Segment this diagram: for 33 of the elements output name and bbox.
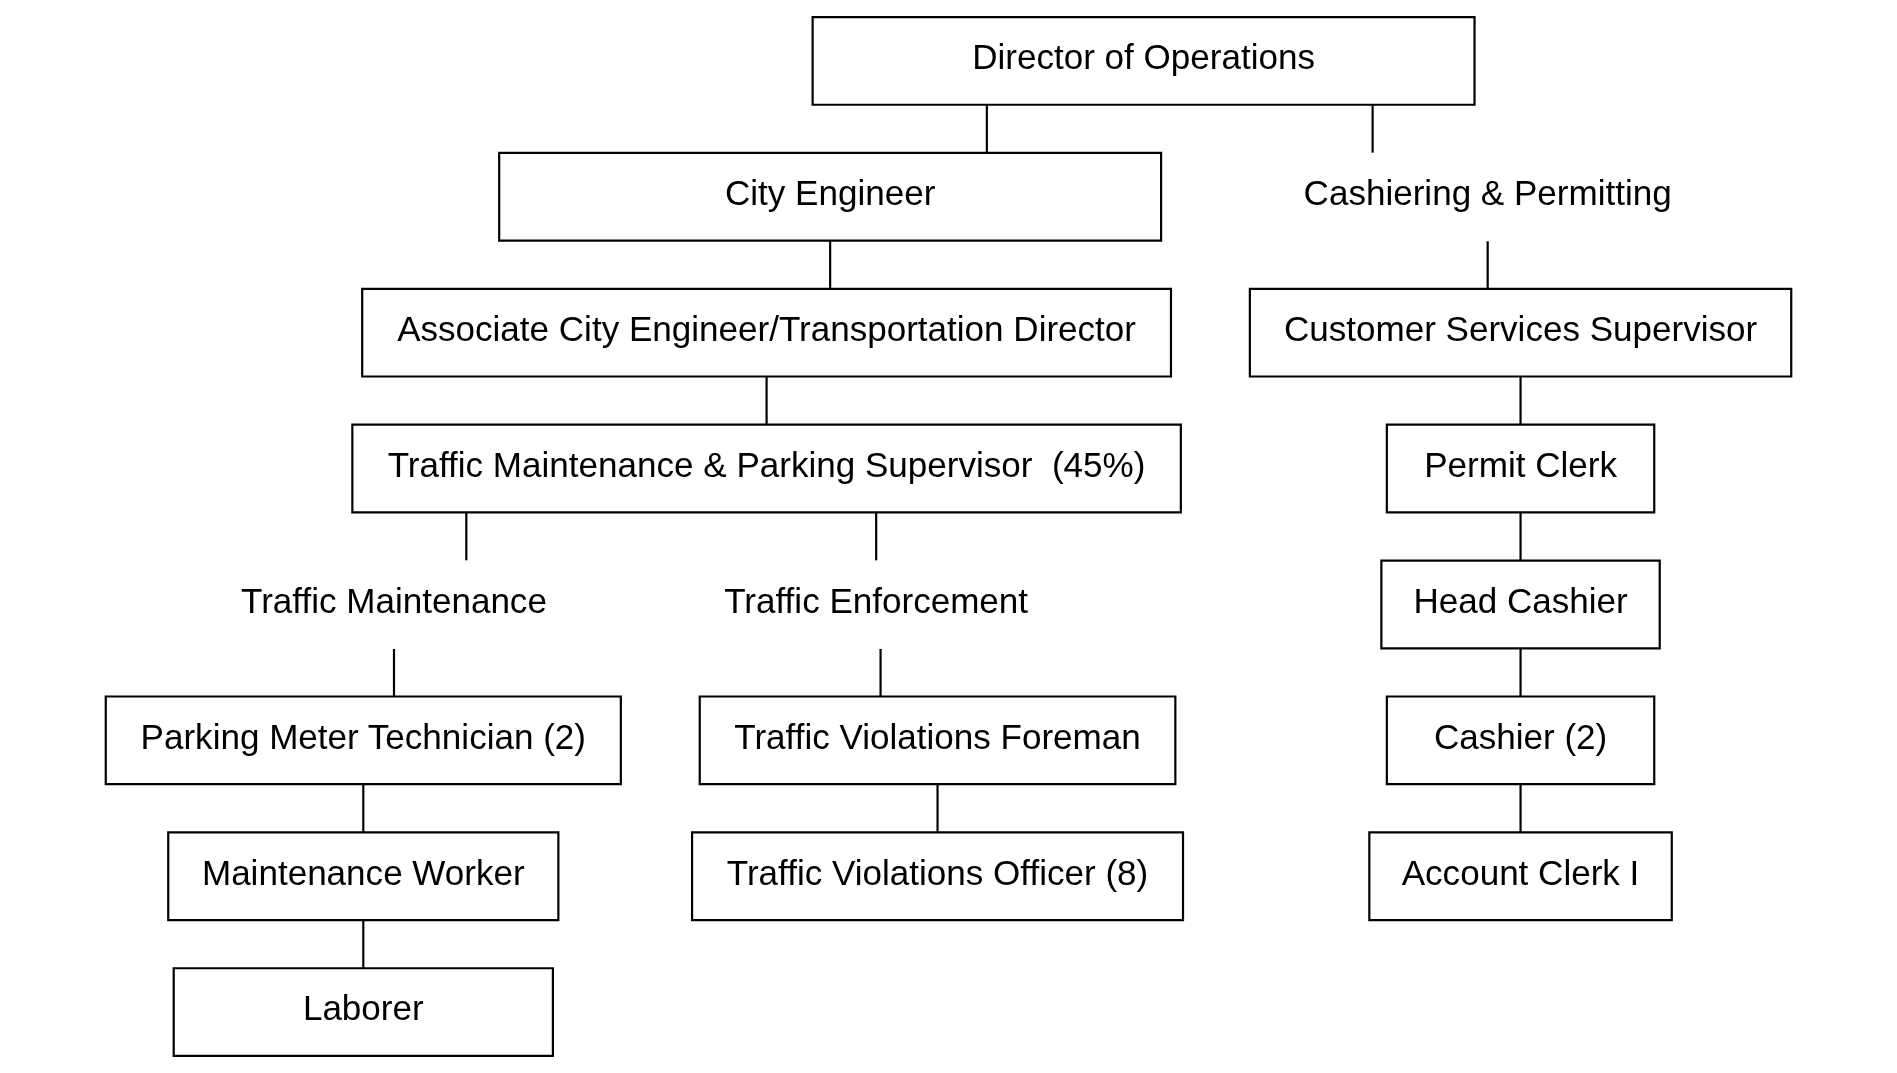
connector <box>392 648 396 697</box>
connector <box>362 920 365 968</box>
connector <box>1519 513 1522 561</box>
node-box: City Engineer <box>498 151 1163 242</box>
connector <box>829 241 832 289</box>
node-box: Traffic Maintenance & Parking Supervisor (45%) <box>351 423 1182 514</box>
node-box: Parking Meter Technician (2) <box>104 695 622 786</box>
connector <box>1519 648 1522 697</box>
connector <box>936 784 939 833</box>
connector <box>985 105 988 153</box>
connector <box>362 784 365 833</box>
connector <box>1519 784 1522 833</box>
connector <box>1371 105 1374 153</box>
connector <box>875 513 878 561</box>
node-box: Permit Clerk <box>1385 423 1656 514</box>
node-text: Traffic Enforcement <box>724 580 1029 620</box>
node-box: Head Cashier <box>1380 559 1661 650</box>
node-box: Director of Operations <box>811 15 1476 106</box>
connector <box>1519 377 1522 425</box>
node-box: Traffic Violations Officer (8) <box>690 831 1185 922</box>
node-box: Account Clerk I <box>1368 831 1673 922</box>
node-text: Traffic Maintenance <box>241 580 547 620</box>
connector <box>465 513 468 561</box>
connector <box>879 648 882 697</box>
connector <box>1486 241 1489 289</box>
node-box: Customer Services Supervisor <box>1248 287 1793 378</box>
node-box: Maintenance Worker <box>167 831 560 922</box>
connector <box>765 377 768 425</box>
node-box: Associate City Engineer/Transportation Director <box>361 287 1173 378</box>
node-box: Cashier (2) <box>1385 695 1656 786</box>
node-box: Laborer <box>172 967 554 1058</box>
node-box: Traffic Violations Foreman <box>698 695 1177 786</box>
node-text: Cashiering & Permitting <box>1303 173 1672 213</box>
